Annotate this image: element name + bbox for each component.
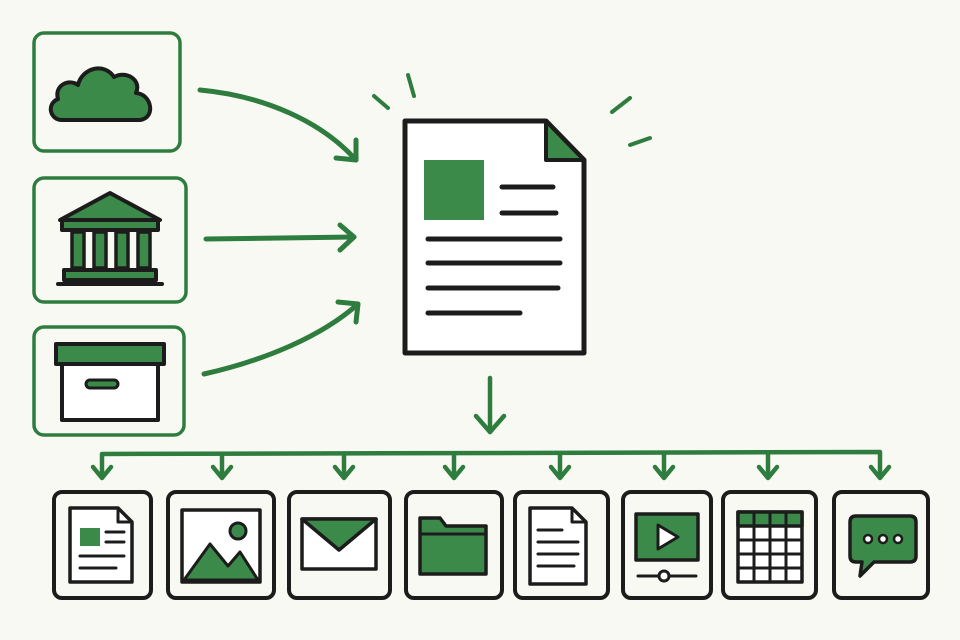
distribution-branches (219, 450, 771, 479)
source-card-cloud (32, 31, 182, 153)
arrow-document-down (473, 375, 507, 435)
highlight-sparks (372, 73, 652, 147)
source-card-archive (32, 325, 186, 437)
spreadsheet-grid-icon (736, 510, 804, 584)
bank-building-icon (56, 191, 164, 286)
archive-box-icon (54, 342, 166, 422)
chat-bubble-icon (848, 514, 918, 578)
document-with-image-icon (68, 506, 134, 584)
input-arrows (197, 87, 361, 377)
envelope-icon (300, 517, 378, 571)
folder-icon (418, 516, 488, 576)
text-file-icon (528, 506, 588, 586)
output-card-email (287, 490, 392, 600)
output-card-folder (404, 490, 504, 600)
central-document (372, 73, 652, 356)
cloud-icon (48, 66, 152, 122)
output-card-spreadsheet (721, 490, 818, 600)
video-player-icon (634, 512, 700, 583)
output-card-video (621, 490, 713, 600)
arrow-archive-to-document (201, 299, 361, 377)
distribution-arrowheads (90, 464, 892, 481)
image-icon (180, 508, 262, 584)
output-card-image (166, 490, 276, 600)
arrow-cloud-to-document (197, 87, 359, 163)
output-cards (52, 490, 930, 600)
output-card-text-file (513, 490, 610, 600)
output-arrows (90, 375, 892, 481)
distribution-bus-line (99, 449, 883, 479)
arrow-bank-to-document (203, 222, 357, 253)
source-card-bank (32, 176, 188, 304)
output-card-document-with-image (52, 490, 153, 600)
output-card-chat (832, 490, 930, 600)
document-icon (402, 118, 587, 356)
